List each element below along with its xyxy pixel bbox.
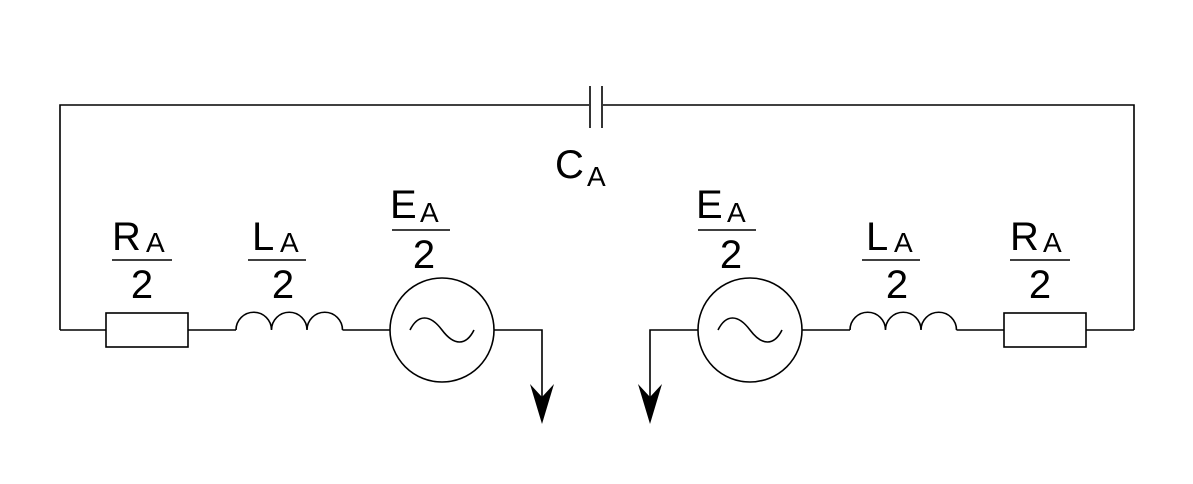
right-inductor-denominator: 2 <box>886 263 908 307</box>
left-inductor-letter: L <box>252 215 274 259</box>
right-source-subscript: A <box>727 197 746 228</box>
right-resistor-subscript: A <box>1043 227 1062 258</box>
right-resistor-denominator: 2 <box>1029 263 1051 307</box>
top-wire-left <box>59 104 589 330</box>
right-inductor-letter: L <box>866 215 888 259</box>
right-output-wire <box>649 329 698 398</box>
left-resistor-subscript: A <box>146 227 165 258</box>
left-resistor-label: R A 2 <box>112 215 172 307</box>
capacitor-letter: C <box>555 143 584 187</box>
right-inductor-label: L A 2 <box>862 215 920 307</box>
left-source-subscript: A <box>420 197 439 228</box>
left-output-arrow <box>530 384 554 424</box>
capacitor-label: C A <box>555 143 606 192</box>
left-source-label: E A 2 <box>390 183 450 277</box>
right-source-letter: E <box>696 183 723 227</box>
right-output-arrow <box>638 384 662 424</box>
right-resistor-label: R A 2 <box>1010 215 1070 307</box>
left-source-denominator: 2 <box>413 233 435 277</box>
right-inductor <box>849 311 958 331</box>
capacitor-subscript: A <box>587 161 606 192</box>
right-source-label: E A 2 <box>696 183 756 277</box>
left-resistor-letter: R <box>112 215 141 259</box>
right-source-denominator: 2 <box>720 233 742 277</box>
left-inductor-subscript: A <box>280 227 299 258</box>
right-resistor <box>1003 312 1087 348</box>
left-inductor-label: L A 2 <box>248 215 306 307</box>
left-output-wire <box>494 329 543 398</box>
left-inductor <box>235 311 344 331</box>
left-inductor-denominator: 2 <box>272 263 294 307</box>
right-resistor-letter: R <box>1010 215 1039 259</box>
left-resistor <box>105 312 189 348</box>
left-source-letter: E <box>390 183 417 227</box>
left-resistor-denominator: 2 <box>131 263 153 307</box>
top-wire-right <box>603 104 1135 330</box>
right-inductor-subscript: A <box>894 227 913 258</box>
right-source-wave <box>717 317 783 343</box>
left-source-wave <box>409 317 475 343</box>
